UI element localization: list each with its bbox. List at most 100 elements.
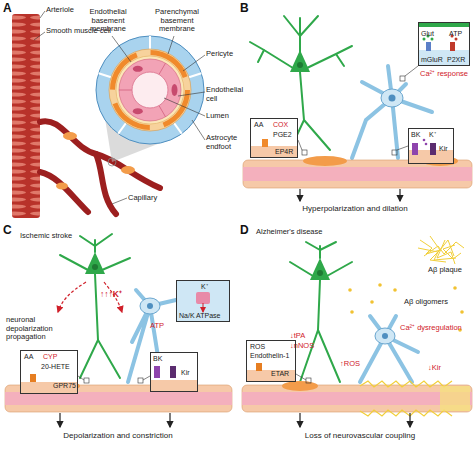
panel-letter: A xyxy=(3,2,12,16)
pericyte xyxy=(56,183,68,190)
leader-line xyxy=(112,198,127,204)
arteriole xyxy=(12,14,40,218)
vascular-amyloid xyxy=(440,386,470,411)
depolarization-arrow xyxy=(58,282,122,312)
inset-interior xyxy=(423,38,426,41)
inset-interior xyxy=(408,128,454,164)
outcome-caption: Hyperpolarization and dilation xyxy=(270,204,440,213)
capillary-cross-section xyxy=(118,123,126,134)
astrocyte-soma xyxy=(382,333,388,339)
inset-label: Kir xyxy=(439,145,448,153)
part-label: Arteriole xyxy=(46,6,74,15)
zoom-marker xyxy=(400,76,405,81)
inset-interior xyxy=(30,374,36,382)
pericyte xyxy=(121,166,135,174)
capillary-cross-section xyxy=(96,36,204,144)
amyloid-oligomer xyxy=(453,286,457,290)
vascular-amyloid xyxy=(360,410,452,416)
signal-label: ↓Kir xyxy=(428,364,441,373)
zoom-marker xyxy=(84,378,89,383)
part-label: Astrocyte endfoot xyxy=(206,134,240,151)
inset-interior xyxy=(154,366,160,378)
capillary-cross-section xyxy=(172,84,178,96)
panel-title: Alzheimer's disease xyxy=(256,228,322,237)
amyloid-oligomer xyxy=(393,288,397,292)
part-label: Aβ oligomers xyxy=(404,298,448,307)
zoom-marker xyxy=(405,66,418,76)
amyloid-oligomer xyxy=(348,288,352,292)
inset-label: ROS xyxy=(250,343,265,351)
outcome-caption: Loss of neurovascular coupling xyxy=(280,431,440,440)
part-label: Endothelial cell xyxy=(206,86,240,103)
inset-interior xyxy=(262,139,268,147)
capillary-cross-section xyxy=(133,66,143,72)
inset-interior xyxy=(455,38,458,41)
amyloid-plaque xyxy=(418,236,464,264)
capillary xyxy=(40,172,88,212)
zoom-marker xyxy=(78,376,84,380)
inset-label: 20-HETE xyxy=(41,363,70,371)
inset-label: AA xyxy=(24,353,33,361)
neuron-soma xyxy=(290,50,310,72)
signal-label: Ca²⁺ response xyxy=(420,70,468,79)
astrocyte-soma xyxy=(375,328,395,344)
signal-label: Ca²⁺ dysregulation xyxy=(400,324,462,333)
capillary-cross-section xyxy=(119,59,181,121)
leader-line xyxy=(112,36,131,62)
signal-label: ↓nNOS xyxy=(290,342,314,351)
neuron-soma xyxy=(92,264,98,270)
leader-line xyxy=(40,11,45,18)
neuron-soma xyxy=(317,270,323,276)
capillary-cross-section xyxy=(149,36,151,49)
inset-interior xyxy=(431,38,434,41)
inset-label: ATP xyxy=(449,30,462,38)
inset-interior xyxy=(246,370,296,382)
inset-interior xyxy=(425,143,428,146)
capillary-cross-section xyxy=(174,123,182,134)
zoom-marker xyxy=(296,374,306,380)
signal-label: ATP xyxy=(150,322,164,331)
astrocyte-soma xyxy=(147,303,153,309)
panel-letter: D xyxy=(240,224,249,238)
outcome-caption: Depolarization and constriction xyxy=(38,431,198,440)
neuron-soma xyxy=(290,50,310,72)
neuron-soma xyxy=(310,258,330,280)
zoom-marker xyxy=(138,378,143,383)
capillary-cross-section xyxy=(96,36,204,144)
inset-interior xyxy=(418,22,470,66)
astrocyte-soma xyxy=(389,95,396,102)
inset-label: Kir xyxy=(181,369,190,377)
pericyte xyxy=(63,132,77,140)
panel-letter: B xyxy=(240,2,249,16)
inset-interior xyxy=(20,382,78,394)
amyloid-oligomer xyxy=(350,310,354,314)
leader-line xyxy=(34,11,205,204)
panel-title: Ischemic stroke xyxy=(20,232,72,241)
inset-label: BK xyxy=(411,131,420,139)
capillary-cross-section xyxy=(113,53,188,128)
zoom-marker xyxy=(143,376,150,380)
leader-line xyxy=(168,36,174,54)
zoom-marker xyxy=(78,376,150,383)
zoom-marker xyxy=(392,150,397,155)
part-label: Endothelial basement membrane xyxy=(80,8,136,34)
inset-interior xyxy=(196,292,210,304)
zoom-marker xyxy=(302,150,307,155)
inset-interior xyxy=(426,42,431,51)
part-label: Parenchymal basement membrane xyxy=(146,8,208,34)
vessel xyxy=(242,385,472,412)
inset-interior xyxy=(418,50,470,66)
leader-line xyxy=(183,55,205,71)
inset-label: K⁺ xyxy=(201,283,208,291)
inset-interior xyxy=(450,42,455,51)
response-arrow xyxy=(399,189,400,201)
vessel xyxy=(243,167,472,181)
response-arrow xyxy=(299,189,300,201)
capillary-cross-section xyxy=(99,36,202,134)
inset-box: K⁺Na/K ATPase xyxy=(176,280,230,322)
inset-interior xyxy=(176,280,230,322)
inset-label: PGE2 xyxy=(273,131,292,139)
inset-label: GPR75 xyxy=(53,382,76,390)
